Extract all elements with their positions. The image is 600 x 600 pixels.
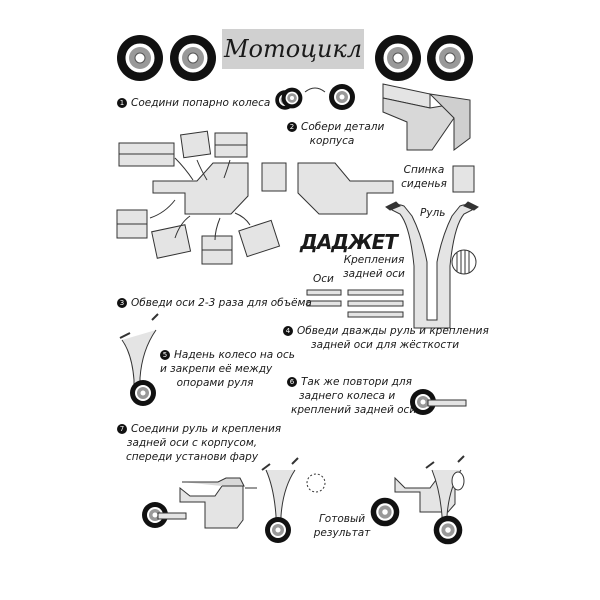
body-flat-parts: [152, 162, 394, 215]
top-wheel-right-2: [426, 34, 474, 82]
result-label: Готовый результат: [313, 513, 371, 539]
body-part-3d: [382, 83, 471, 151]
brand-logo: ДАДЖЕТ: [300, 230, 398, 254]
axles-label: Оси: [313, 273, 334, 285]
front-fork-assembly: [119, 313, 159, 406]
headlight-part: [451, 249, 477, 275]
axle-strips: [306, 289, 404, 318]
handlebar-label: Руль: [420, 207, 446, 219]
handlebar-part: [385, 201, 479, 329]
paired-wheels: [275, 84, 355, 110]
final-assembly-parts: [142, 457, 326, 543]
top-wheel-left-1: [116, 34, 164, 82]
page-title: Мотоцикл: [222, 29, 364, 69]
assembly-arrows: [149, 157, 251, 241]
seat-back-label: Спинка сиденья: [401, 164, 447, 190]
top-wheel-right-1: [374, 34, 422, 82]
rear-wheel-assembly: [410, 389, 467, 415]
top-wheel-left-2: [169, 34, 217, 82]
final-motorcycle: [370, 455, 465, 545]
flat-parts: [116, 130, 475, 265]
rear-axle-mounts-label: Крепления задней оси: [343, 254, 405, 280]
